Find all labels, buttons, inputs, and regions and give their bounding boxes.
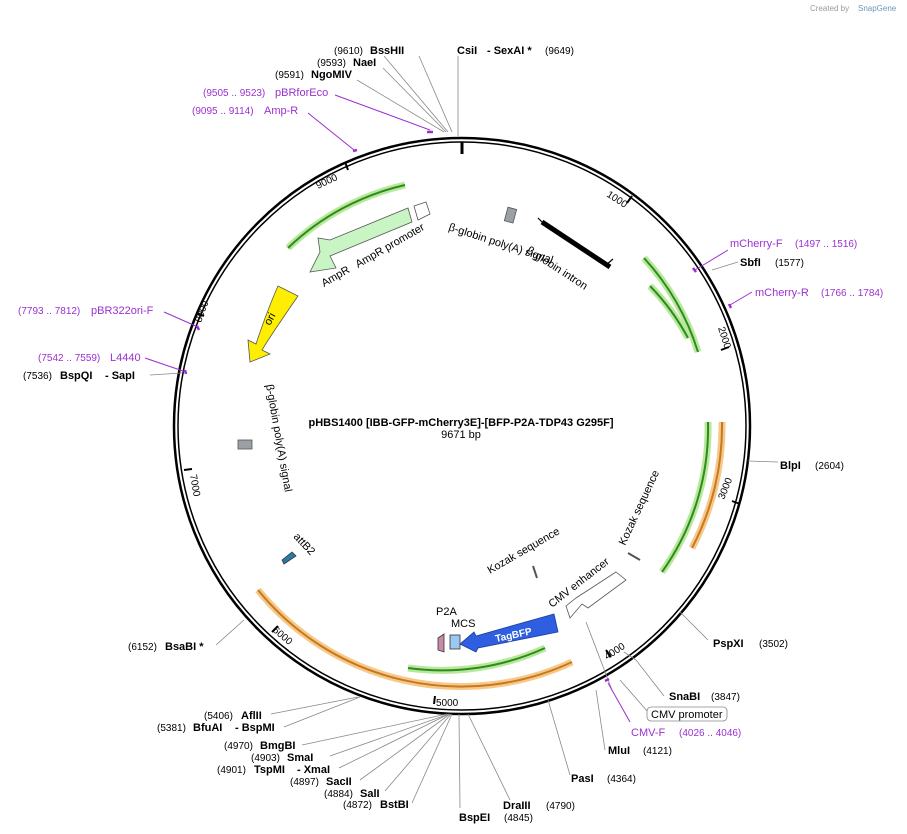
feature-globin-polya-left: β-globin poly(A) signal <box>263 383 294 492</box>
site-sbfi-pos: (1577) <box>775 258 804 269</box>
tick-1000: 1000 <box>604 189 629 211</box>
feature-globin-intron: β-globin intron <box>524 244 589 292</box>
primer-mcherry-f-pos: (1497 .. 1516) <box>795 239 857 250</box>
site-aflii[interactable]: AflII <box>241 710 262 722</box>
primer-mcherry-r-pos: (1766 .. 1784) <box>821 288 883 299</box>
site-ngomiv[interactable]: NgoMIV <box>311 69 353 81</box>
site-pspxi-pos: (3502) <box>759 639 788 650</box>
site-draiii-pos: (4790) <box>546 801 575 812</box>
site-aflii-pos: (5406) <box>204 711 233 722</box>
site-bsshii[interactable]: BssHII <box>370 45 404 57</box>
site-xmai[interactable]: - XmaI <box>297 764 330 776</box>
site-bstbi-pos: (4872) <box>343 800 372 811</box>
feature-kozak-2: Kozak sequence <box>617 468 662 547</box>
site-tspmi[interactable]: TspMI <box>254 764 285 776</box>
site-csii[interactable]: CsiI <box>457 45 477 57</box>
primer-ampr[interactable]: Amp-R <box>264 105 298 117</box>
site-blpi[interactable]: BlpI <box>780 460 801 472</box>
site-snabi[interactable]: SnaBI <box>669 691 700 703</box>
tick-7000: 7000 <box>187 474 202 498</box>
site-bsabi-pos: (6152) <box>128 642 157 653</box>
plasmid-size: 9671 bp <box>441 429 481 441</box>
site-blpi-pos: (2604) <box>815 461 844 472</box>
site-leader-lines <box>149 55 779 809</box>
primer-mcherry-f[interactable]: mCherry-F <box>730 238 783 250</box>
site-sapi[interactable]: - SapI <box>105 370 135 382</box>
site-bmgbi[interactable]: BmgBI <box>260 740 295 752</box>
feature-mcs: MCS <box>451 618 475 630</box>
created-by-text: Created by <box>810 4 849 13</box>
site-bfuai-pos: (5381) <box>157 723 186 734</box>
primer-pbr322ori-pos: (7793 .. 7812) <box>18 306 80 317</box>
primer-l4440[interactable]: L4440 <box>110 352 141 364</box>
primer-pbrforeco[interactable]: pBRforEco <box>275 87 328 99</box>
tick-2000: 2000 <box>715 326 732 351</box>
site-pasi[interactable]: PasI <box>571 773 594 785</box>
site-bspei-pos: (4845) <box>504 813 533 824</box>
feature-kozak-1: Kozak sequence <box>486 526 562 577</box>
site-mlui-pos: (4121) <box>643 746 672 757</box>
site-snabi-pos: (3847) <box>711 692 740 703</box>
backbone-outer <box>172 136 752 716</box>
site-mlui[interactable]: MluI <box>608 745 630 757</box>
primer-cmv-f[interactable]: CMV-F <box>631 727 666 739</box>
site-tspmi-pos: (4901) <box>217 765 246 776</box>
feature-cmv-promoter: CMV promoter <box>651 709 723 721</box>
site-smai-pos: (4903) <box>251 753 280 764</box>
site-bsshii-pos: (9610) <box>334 46 363 57</box>
site-naei-pos: (9593) <box>317 58 346 69</box>
primer-ampr-pos: (9095 .. 9114) <box>192 106 254 117</box>
site-smai[interactable]: SmaI <box>287 752 313 764</box>
site-bfuai[interactable]: BfuAI <box>193 722 222 734</box>
cmv-promoter-box[interactable] <box>646 706 728 722</box>
primer-pbr322ori[interactable]: pBR322ori-F <box>91 305 154 317</box>
site-sali-pos: (4884) <box>324 789 353 800</box>
primer-pbrforeco-pos: (9505 .. 9523) <box>203 88 265 99</box>
primer-marks <box>183 130 733 683</box>
site-ngomiv-pos: (9591) <box>275 70 304 81</box>
site-naei[interactable]: NaeI <box>353 57 376 69</box>
site-sacii-pos: (4897) <box>290 777 319 788</box>
feature-attb2: attB2 <box>291 531 317 558</box>
primer-l4440-pos: (7542 .. 7559) <box>38 353 100 364</box>
tick-5000: 5000 <box>436 698 459 709</box>
site-bsabi[interactable]: BsaBI * <box>165 641 204 653</box>
site-pspxi[interactable]: PspXI <box>713 638 744 650</box>
site-bspei[interactable]: BspEI <box>459 812 490 824</box>
snapgene-logo: SnapGene <box>858 4 897 13</box>
site-sali[interactable]: SalI <box>360 788 380 800</box>
scale-ticks <box>183 161 741 705</box>
primer-mcherry-r[interactable]: mCherry-R <box>755 287 809 299</box>
site-sbfi[interactable]: SbfI <box>740 257 761 269</box>
site-pasi-pos: (4364) <box>607 774 636 785</box>
feature-arcs <box>237 181 726 691</box>
feature-p2a: P2A <box>436 606 457 618</box>
site-sexai[interactable]: - SexAI * <box>487 45 532 57</box>
site-draiii[interactable]: DraIII <box>503 800 531 812</box>
site-bspqi[interactable]: BspQI <box>60 370 92 382</box>
site-bspqi-pos: (7536) <box>23 371 52 382</box>
plasmid-name: pHBS1400 [IBB-GFP-mCherry3E]-[BFP-P2A-TD… <box>308 417 613 429</box>
site-sacii[interactable]: SacII <box>326 776 352 788</box>
feature-ori: ori <box>262 311 278 327</box>
tick-8000: 8000 <box>193 299 211 324</box>
site-bstbi[interactable]: BstBI <box>380 799 409 811</box>
site-bspmi[interactable]: - BspMI <box>235 722 275 734</box>
primer-cmv-f-pos: (4026 .. 4046) <box>679 728 741 739</box>
site-bmgbi-pos: (4970) <box>224 741 253 752</box>
primer-leader-lines <box>144 94 753 723</box>
site-csii-pos: (9649) <box>545 46 574 57</box>
